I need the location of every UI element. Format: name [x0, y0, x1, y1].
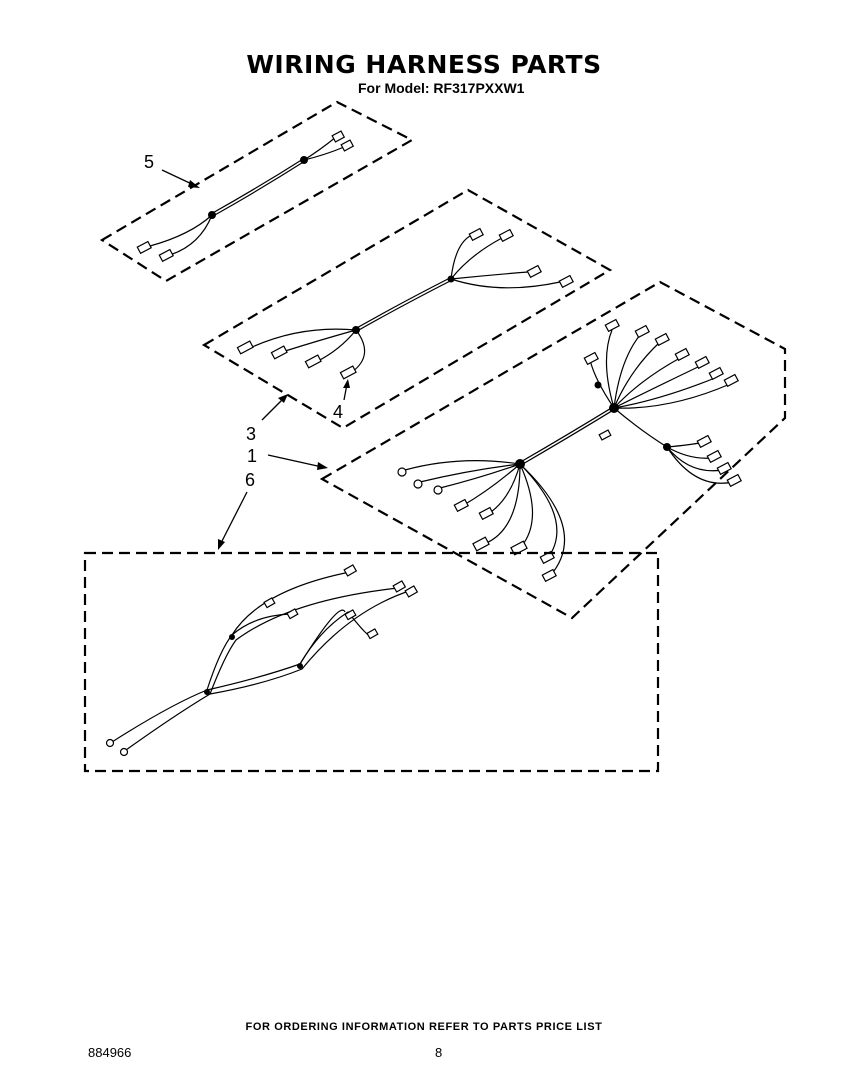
page-number: 8 — [435, 1045, 443, 1060]
callout-5: 5 — [144, 152, 154, 172]
harness-part-3[interactable] — [201, 188, 613, 430]
ordering-note: FOR ORDERING INFORMATION REFER TO PARTS … — [245, 1021, 603, 1033]
callout-1: 1 — [247, 446, 257, 466]
harness-part-1[interactable] — [319, 280, 787, 620]
page-title: WIRING HARNESS PARTS — [246, 50, 602, 79]
callout-4: 4 — [333, 402, 343, 422]
document-number: 884966 — [88, 1045, 132, 1060]
harness-part-6[interactable] — [83, 551, 660, 773]
callout-6: 6 — [245, 470, 255, 490]
callout-arrow-5 — [161, 169, 200, 188]
callout-arrow-4 — [343, 379, 350, 401]
callout-3: 3 — [246, 424, 256, 444]
callout-arrow-1 — [267, 454, 328, 470]
callout-arrow-6 — [218, 491, 248, 550]
callout-arrow-3 — [261, 394, 288, 421]
model-subtitle: For Model: RF317PXXW1 — [358, 80, 525, 96]
harness-part-5[interactable] — [99, 100, 415, 283]
